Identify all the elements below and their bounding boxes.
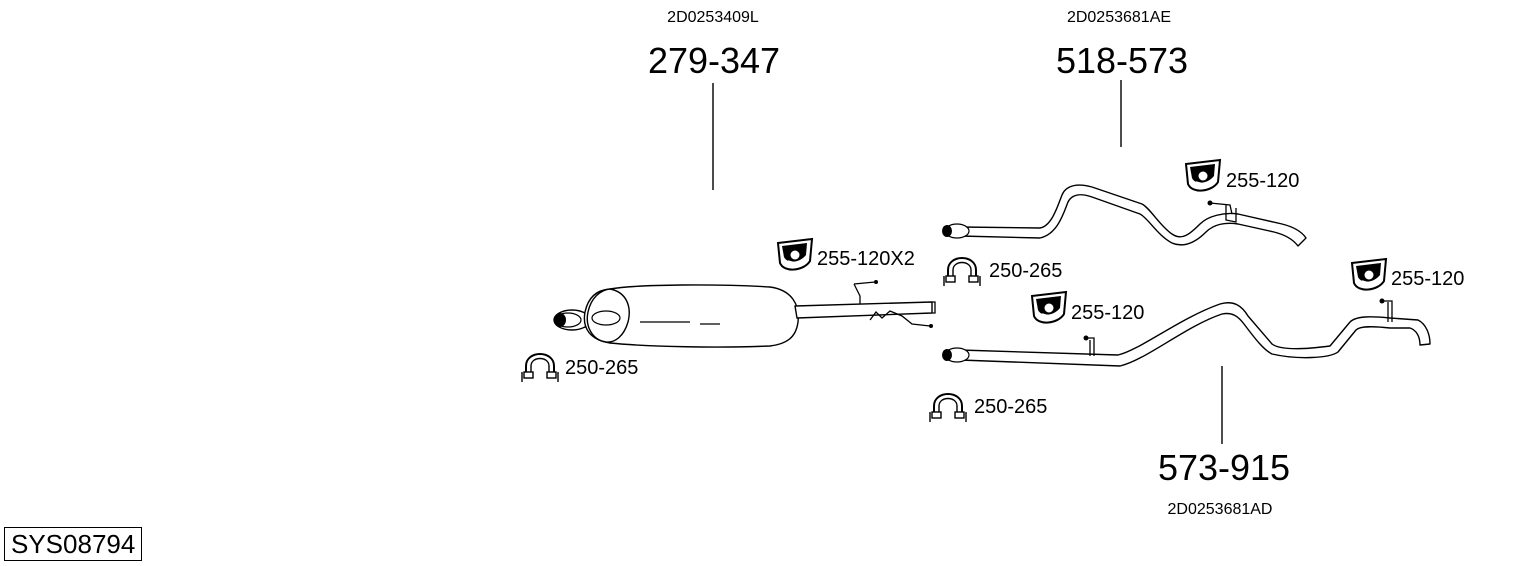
oe-number-middle: 2D0253681AE xyxy=(1067,9,1171,26)
oe-number-front: 2D0253409L xyxy=(667,9,759,26)
oe-number-rear: 2D0253681AD xyxy=(1168,501,1273,518)
accessory-label-hanger-front[interactable]: 255-120X2 xyxy=(817,248,915,270)
middle-pipe[interactable] xyxy=(942,184,1307,247)
rubber-hanger-icon xyxy=(1185,159,1221,192)
pipe-clamp-icon xyxy=(521,353,559,383)
accessory-label-hanger-middle[interactable]: 255-120 xyxy=(1226,170,1299,192)
accessory-label-clamp-front[interactable]: 250-265 xyxy=(565,357,638,379)
rubber-hanger-icon xyxy=(777,238,813,271)
part-number-rear[interactable]: 573-915 xyxy=(1158,447,1290,488)
accessory-label-clamp-middle[interactable]: 250-265 xyxy=(989,260,1062,282)
accessory-label-hanger-rear-right[interactable]: 255-120 xyxy=(1391,268,1464,290)
accessory-label-clamp-rear[interactable]: 250-265 xyxy=(974,396,1047,418)
front-muffler-assembly[interactable] xyxy=(553,280,936,348)
accessory-label-hanger-rear-left[interactable]: 255-120 xyxy=(1071,302,1144,324)
rear-pipe[interactable] xyxy=(942,298,1431,367)
pipe-clamp-icon xyxy=(943,257,981,287)
system-code-label: SYS08794 xyxy=(4,527,143,561)
part-number-front[interactable]: 279-347 xyxy=(648,40,780,81)
pipe-clamp-icon xyxy=(929,393,967,423)
part-number-middle[interactable]: 518-573 xyxy=(1056,40,1188,81)
rubber-hanger-icon xyxy=(1031,291,1067,324)
rubber-hanger-icon xyxy=(1351,258,1387,291)
